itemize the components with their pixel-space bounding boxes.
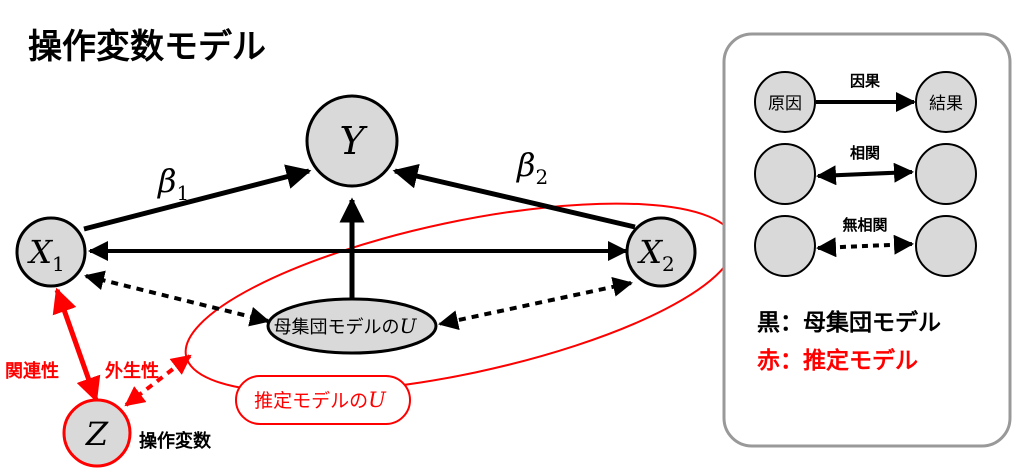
node-z-label: Z: [85, 415, 109, 453]
legend-nocorr-left-node: [754, 215, 816, 277]
node-z: Z: [62, 398, 132, 468]
node-x1-sub: 1: [52, 252, 65, 276]
exogeneity-label: 外生性: [105, 360, 159, 382]
beta2-label: β: [516, 146, 536, 184]
node-x2-sub: 2: [662, 252, 675, 276]
instrument-label: 操作変数: [139, 430, 212, 452]
node-y: Y: [305, 94, 399, 188]
node-u-population-var: U: [400, 314, 418, 338]
legend-no-correlation-arrow: [816, 234, 914, 258]
beta1-label: β: [157, 162, 177, 200]
legend-red-note: 赤：推定モデル: [757, 347, 918, 374]
legend-effect-node: [915, 71, 977, 133]
legend-cause-node: [754, 71, 816, 133]
edge-x2-u-dotted: [438, 277, 633, 330]
beta2-sub: 2: [536, 165, 549, 189]
legend-correlation-arrow: [816, 162, 914, 186]
node-x1: X1: [15, 216, 87, 288]
svg-text:推定モデルのU: 推定モデルのU: [254, 388, 387, 412]
node-u-population: 母集団モデルのU: [266, 297, 438, 355]
node-x1-label: X: [26, 233, 53, 271]
svg-text:X1: X1: [26, 233, 65, 276]
legend-cause-label: 原因: [768, 94, 802, 114]
page-title: 操作変数モデル: [28, 27, 266, 67]
estimate-u-label-box: 推定モデルのU: [235, 375, 411, 425]
edge-x1-u-dotted: [84, 270, 270, 327]
relevance-label: 関連性: [5, 360, 59, 382]
edge-x1-y: [83, 164, 312, 232]
legend-nocorr-right-node: [915, 215, 977, 277]
estimate-u-var: U: [368, 388, 387, 412]
edge-z-x1-relevance: [52, 287, 101, 403]
svg-text:β1: β1: [157, 162, 189, 205]
legend-corr-right-node: [915, 143, 977, 205]
node-y-label: Y: [339, 119, 368, 163]
node-x2: X2: [625, 216, 697, 288]
node-u-population-text: 母集団モデルの: [274, 317, 400, 338]
svg-text:β2: β2: [516, 146, 548, 189]
edge-x2-y: [392, 163, 636, 230]
legend-effect-label: 結果: [929, 94, 963, 114]
edge-z-u-exogeneity: [124, 354, 192, 407]
legend-corr-left-node: [754, 143, 816, 205]
legend-panel: 原因 結果 因果 相関 無相関 黒：母集団モデル 赤：推定モデル: [722, 32, 1012, 448]
legend-black-note: 黒：母集団モデル: [757, 309, 941, 336]
node-x2-label: X: [636, 233, 663, 271]
svg-text:母集団モデルのU: 母集団モデルのU: [274, 314, 418, 338]
estimate-u-text: 推定モデルの: [254, 390, 368, 412]
legend-no-correlation-label: 無相関: [842, 216, 887, 234]
svg-text:X2: X2: [636, 233, 675, 276]
beta1-sub: 1: [177, 181, 190, 205]
legend-causal-label: 因果: [850, 72, 881, 90]
legend-correlation-label: 相関: [850, 144, 880, 162]
